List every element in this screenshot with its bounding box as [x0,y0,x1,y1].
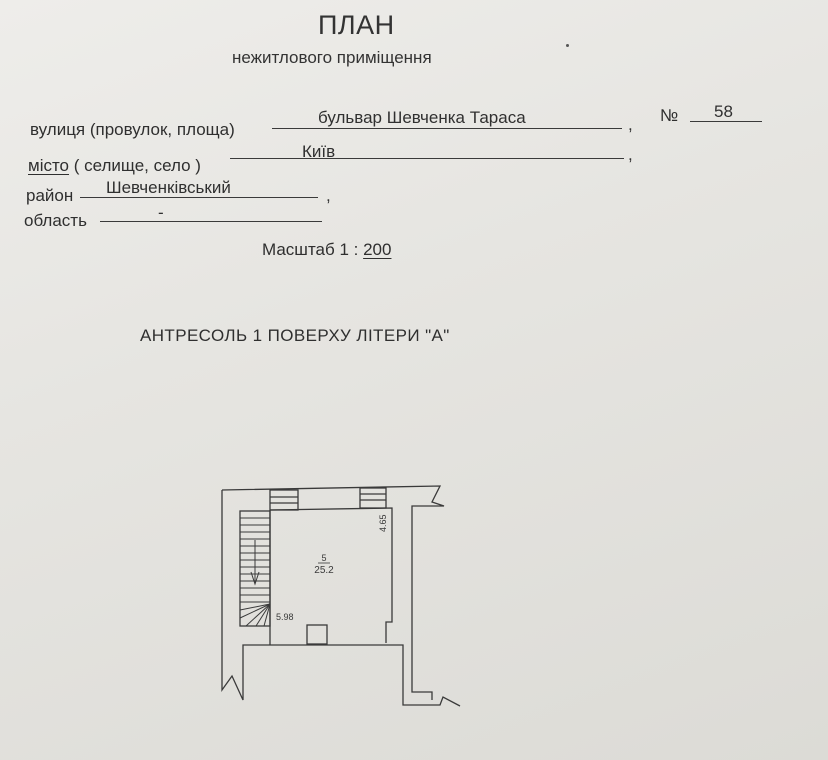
room-depth-dimension: 4.65 [378,514,388,532]
region-label: область [24,211,87,230]
scale-row: Масштаб 1 : 200 [262,240,391,260]
number-label: № [660,106,679,125]
scale-label: Масштаб 1 : [262,240,359,259]
room-width-dimension: 5.98 [276,612,294,622]
room-area: 25.2 [314,565,334,576]
city-value: Київ [302,142,336,161]
document-title: ПЛАН [318,10,395,40]
top-window-left [269,489,299,511]
street-underline [272,128,622,129]
city-comma: , [628,145,633,164]
wall-niche [306,624,328,645]
floor-heading: АНТРЕСОЛЬ 1 ПОВЕРХУ ЛІТЕРИ "А" [140,326,450,345]
number-underline [690,121,762,122]
street-label: вулиця (провулок, площа) [30,120,235,139]
paper-speck [566,44,569,47]
outer-wall-bottom [221,490,461,707]
region-underline [100,221,322,222]
street-value: бульвар Шевченка Тараса [318,108,526,127]
outer-wall-right [221,485,445,700]
city-label-underlined: місто [28,156,70,175]
top-window-right [359,487,387,509]
street-comma: , [628,115,633,134]
district-underline [80,197,318,198]
room-number: 5 [321,553,326,563]
number-value: 58 [714,102,733,121]
room-right-wall [269,507,393,643]
document-subtitle: нежитлового приміщення [232,48,432,67]
region-value: - [158,203,164,222]
scale-value: 200 [363,240,392,259]
city-label-rest: ( селище, село ) [69,156,201,175]
staircase [239,510,271,627]
city-label: місто ( селище, село ) [28,156,201,176]
district-label: район [26,186,74,205]
district-comma: , [326,186,331,205]
city-underline [230,158,624,159]
district-value: Шевченківський [106,178,231,197]
